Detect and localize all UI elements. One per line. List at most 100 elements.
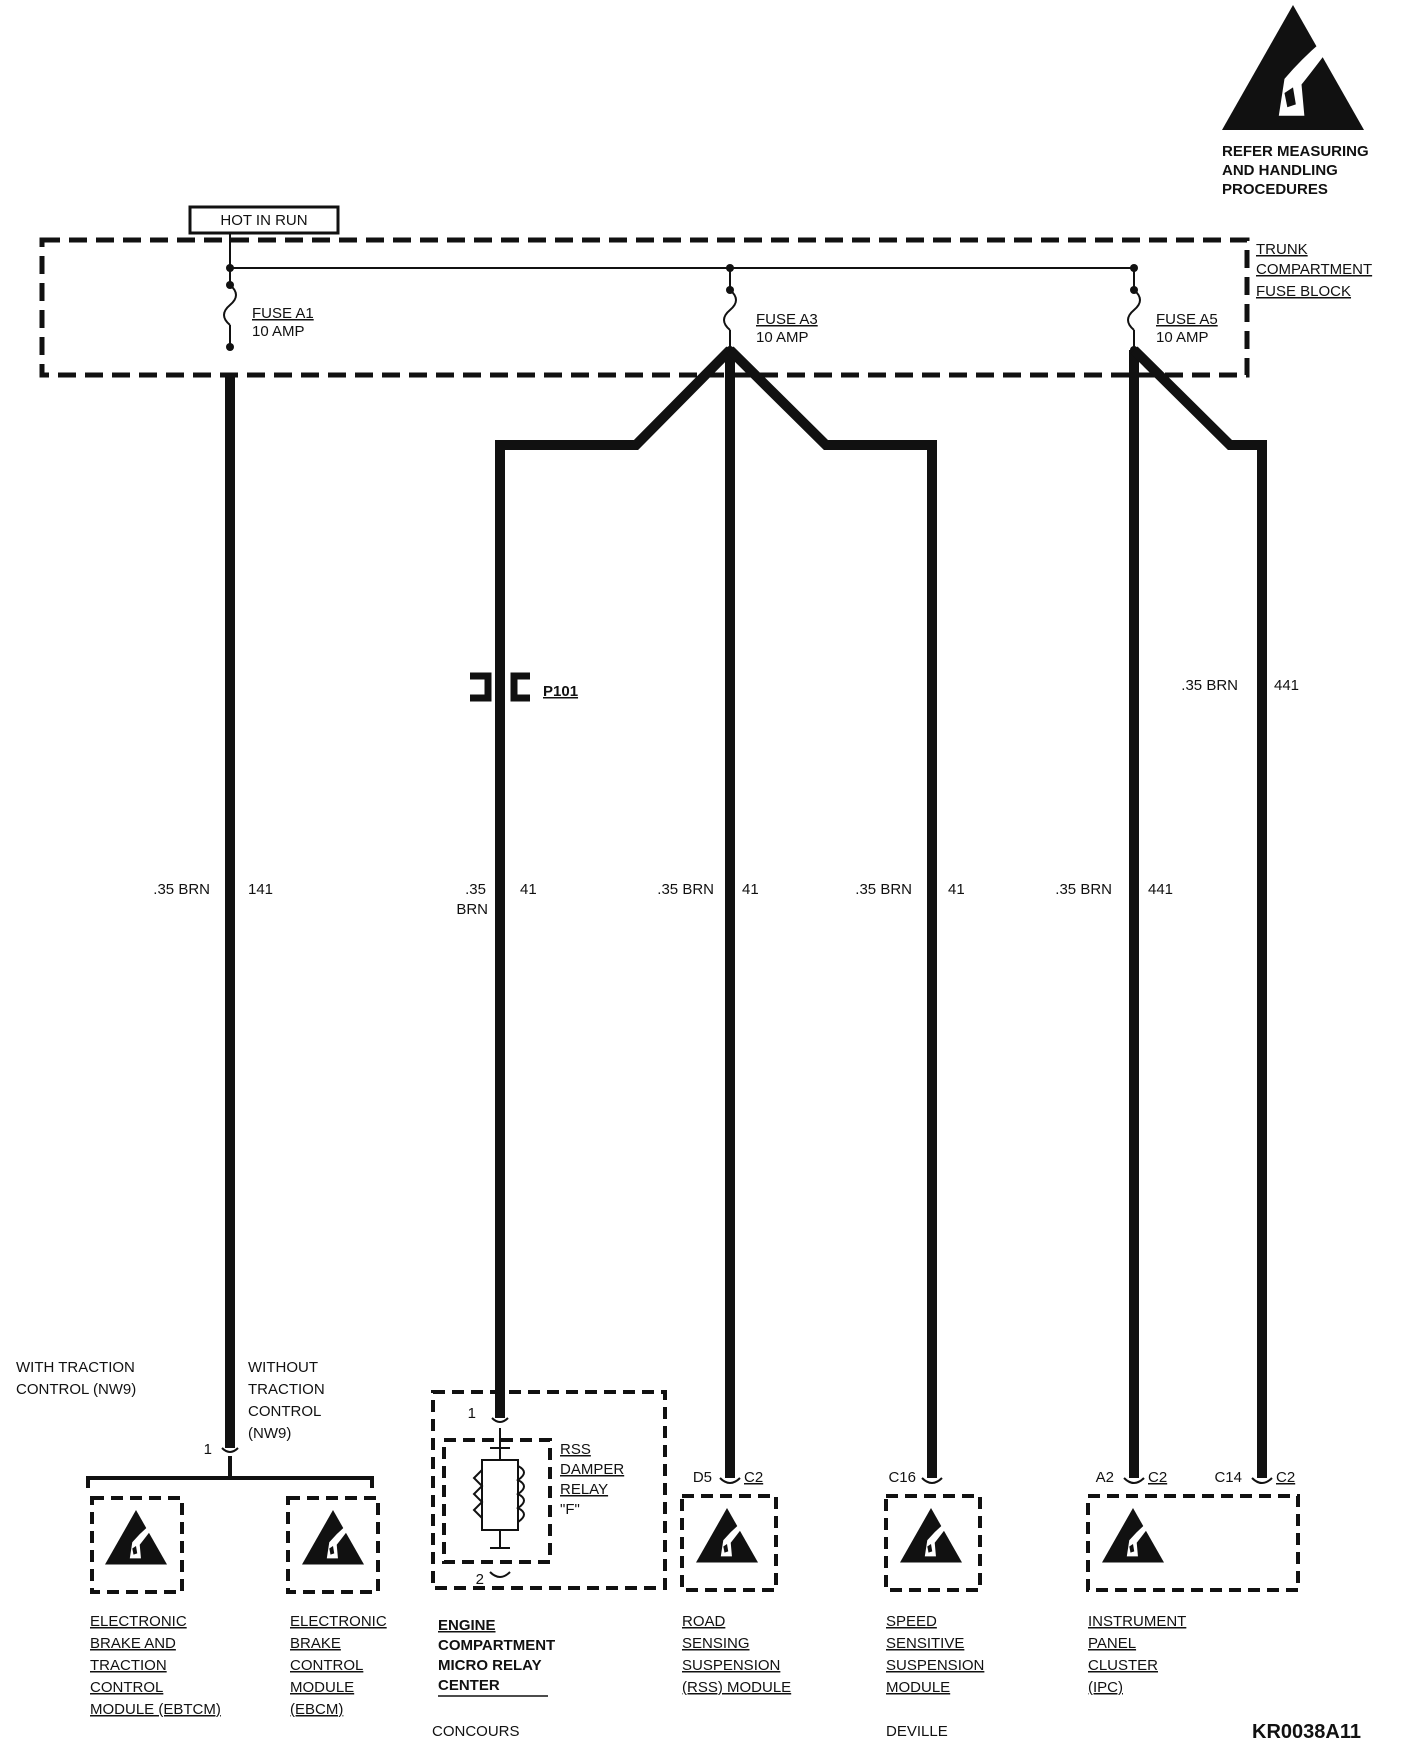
- ebcm-bracket: 1: [86, 1441, 374, 1488]
- micro-relay-center: 1 RSS DAMPER RELAY "F" 2: [431, 1390, 667, 1590]
- ipc-pin-c14: C14: [1214, 1469, 1242, 1486]
- wire-41-sss: [726, 346, 937, 1478]
- fuse-block-label-3: FUSE BLOCK: [1256, 283, 1351, 300]
- relay-center-name-2: COMPARTMENT: [438, 1637, 555, 1654]
- esd-notice-line-3: PROCEDURES: [1222, 181, 1328, 198]
- rss-name-4: (RSS) MODULE: [682, 1679, 791, 1696]
- ebtcm-name-3: TRACTION: [90, 1657, 167, 1674]
- esd-warning: REFER MEASURING AND HANDLING PROCEDURES: [1222, 5, 1369, 198]
- relay-label-1: RSS: [560, 1441, 591, 1458]
- wire-2-circuit: 41: [520, 881, 537, 898]
- ebtcm-name-5: MODULE (EBTCM): [90, 1701, 221, 1718]
- ipc-name-2: PANEL: [1088, 1635, 1136, 1652]
- option-notes: WITH TRACTION CONTROL (NW9) WITHOUT TRAC…: [16, 1359, 325, 1442]
- fuse-a5-name: FUSE A5: [1156, 311, 1218, 328]
- esd-notice-line-1: REFER MEASURING: [1222, 143, 1369, 160]
- wire-6-circuit: 441: [1274, 677, 1299, 694]
- wires: [225, 346, 1267, 1478]
- relay-pin-2: 2: [476, 1571, 484, 1588]
- ebcm-name-2: BRAKE: [290, 1635, 341, 1652]
- rss-name-1: ROAD: [682, 1613, 726, 1630]
- wire-1-gauge: .35 BRN: [153, 881, 210, 898]
- wire-4-circuit: 41: [948, 881, 965, 898]
- without-traction-4: (NW9): [248, 1425, 291, 1442]
- footer-notes: CONCOURS DEVILLE KR0038A11: [432, 1721, 1361, 1743]
- relay-center-name-1: ENGINE: [438, 1617, 496, 1634]
- relay-label-2: DAMPER: [560, 1461, 624, 1478]
- fuse-a3-name: FUSE A3: [756, 311, 818, 328]
- relay-center-name-4: CENTER: [438, 1677, 500, 1694]
- ebtcm-name-1: ELECTRONIC: [90, 1613, 187, 1630]
- wire-3-circuit: 41: [742, 881, 759, 898]
- without-traction-2: TRACTION: [248, 1381, 325, 1398]
- wire-3-gauge: .35 BRN: [657, 881, 714, 898]
- ipc-name-1: INSTRUMENT: [1088, 1613, 1186, 1630]
- with-traction-2: CONTROL (NW9): [16, 1381, 136, 1398]
- relay-label-4: "F": [560, 1501, 580, 1518]
- wire-5-circuit: 441: [1148, 881, 1173, 898]
- ebtcm-name-4: CONTROL: [90, 1679, 163, 1696]
- fuse-block-label-2: COMPARTMENT: [1256, 261, 1372, 278]
- ipc-connector-c2: C2: [1148, 1469, 1167, 1486]
- rss-name-2: SENSING: [682, 1635, 750, 1652]
- fuse-a1: FUSE A1 10 AMP: [223, 264, 314, 351]
- relay-label-3: RELAY: [560, 1481, 608, 1498]
- p101-label: P101: [543, 683, 578, 700]
- fuse-a3-rating: 10 AMP: [756, 329, 809, 346]
- ipc-connector-c1: C2: [1276, 1469, 1295, 1486]
- fuse-a1-name: FUSE A1: [252, 305, 314, 322]
- deville-note: DEVILLE: [886, 1723, 948, 1740]
- fuse-block: TRUNK COMPARTMENT FUSE BLOCK FUSE A1 10 …: [39, 233, 1372, 378]
- rss-pin: D5: [693, 1469, 712, 1486]
- ebcm-name-3: CONTROL: [290, 1657, 363, 1674]
- module-rss: D5 C2: [680, 1469, 778, 1592]
- fuse-a3: FUSE A3 10 AMP: [723, 264, 818, 354]
- esd-icon-ebcm: [302, 1510, 364, 1565]
- ebcm-name-5: (EBCM): [290, 1701, 343, 1718]
- sss-pin: C16: [888, 1469, 916, 1486]
- power-label-box: HOT IN RUN: [188, 205, 340, 235]
- esd-notice-line-2: AND HANDLING: [1222, 162, 1338, 179]
- power-label: HOT IN RUN: [220, 212, 307, 229]
- wire-2-gauge-1: .35: [465, 881, 486, 898]
- without-traction-3: CONTROL: [248, 1403, 321, 1420]
- module-ipc: A2 C2 C14 C2: [1086, 1469, 1300, 1592]
- wire-labels: .35 BRN 141 .35 BRN 41 .35 BRN 41 .35 BR…: [153, 677, 1299, 918]
- fuse-a5-rating: 10 AMP: [1156, 329, 1209, 346]
- sss-name-3: SUSPENSION: [886, 1657, 984, 1674]
- ebcm-name-1: ELECTRONIC: [290, 1613, 387, 1630]
- concours-note: CONCOURS: [432, 1723, 520, 1740]
- wire-441-c14: [1130, 346, 1267, 1478]
- wire-6-gauge: .35 BRN: [1181, 677, 1238, 694]
- wire-4-gauge: .35 BRN: [855, 881, 912, 898]
- module-ebcm: [286, 1496, 380, 1594]
- esd-icon: [1222, 5, 1364, 130]
- esd-icon-ebtcm: [105, 1510, 167, 1565]
- without-traction-1: WITHOUT: [248, 1359, 318, 1376]
- ipc-pin-a2: A2: [1096, 1469, 1114, 1486]
- ipc-name-4: (IPC): [1088, 1679, 1123, 1696]
- rss-name-3: SUSPENSION: [682, 1657, 780, 1674]
- ebcm-name-4: MODULE: [290, 1679, 354, 1696]
- sss-name-1: SPEED: [886, 1613, 937, 1630]
- relay-center-name-3: MICRO RELAY: [438, 1657, 542, 1674]
- wire-2-gauge-2: BRN: [456, 901, 488, 918]
- wire-1-circuit: 141: [248, 881, 273, 898]
- module-ebtcm: [90, 1496, 184, 1594]
- figure-code: KR0038A11: [1252, 1721, 1361, 1743]
- rss-connector: C2: [744, 1469, 763, 1486]
- ebtcm-name-2: BRAKE AND: [90, 1635, 176, 1652]
- ipc-name-3: CLUSTER: [1088, 1657, 1158, 1674]
- wire-5-gauge: .35 BRN: [1055, 881, 1112, 898]
- esd-icon-ipc: [1102, 1508, 1164, 1563]
- fuse-block-label-1: TRUNK: [1256, 241, 1308, 258]
- component-names: ELECTRONIC BRAKE AND TRACTION CONTROL MO…: [90, 1613, 1186, 1718]
- wire-41-relay: [495, 346, 734, 1418]
- ebcm-pin: 1: [204, 1441, 212, 1458]
- esd-icon-sss: [900, 1508, 962, 1563]
- fuse-a5: FUSE A5 10 AMP: [1127, 264, 1218, 354]
- relay-pin-1: 1: [468, 1405, 476, 1422]
- connector-p101: P101: [470, 672, 578, 702]
- esd-icon-rss: [696, 1508, 758, 1563]
